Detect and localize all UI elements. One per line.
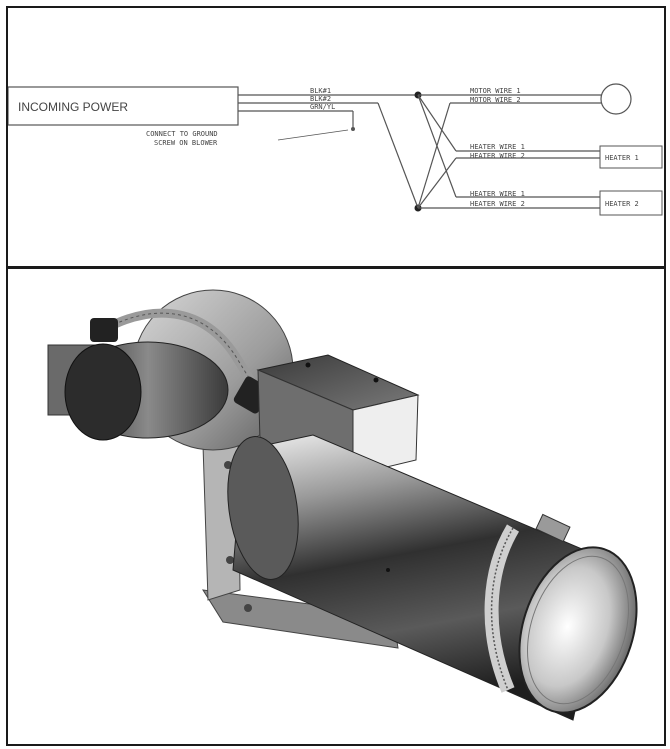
tube-hole-icon [386,568,390,572]
junction-box-screw-icon [305,362,311,368]
heater-2-box [599,190,663,216]
heater-2-label: HEATER 2 [605,200,639,208]
blower-heater-illustration [47,289,638,721]
panel-divider [6,266,666,269]
motor-wire-2-label: MOTOR WIRE 2 [470,96,521,104]
heater1-wire-2-riser [417,157,457,209]
bracket-bolt-icon [226,556,234,564]
heater1-wire-2-label: HEATER WIRE 2 [470,152,525,160]
bracket-bolt-icon [244,604,252,612]
heater-tube-inlet [227,436,299,580]
heater1-wire-1-riser [417,94,457,152]
wire-blk2-drop [377,102,419,209]
junction-box-screw-icon [373,377,379,383]
motor-wire-1-label: MOTOR WIRE 1 [470,87,521,95]
heater2-wire-2-label: HEATER WIRE 2 [470,200,525,208]
wire-blk1-label: BLK#1 [310,87,331,95]
conduit-fitting [90,318,118,342]
wire-grn-label: GRN/YL [310,103,335,111]
incoming-power-box [8,86,239,126]
heater-1-label: HEATER 1 [605,154,639,162]
ground-note-line1: CONNECT TO GROUND [146,130,218,138]
motor-end-cap [64,343,142,441]
wire-blk2-label: BLK#2 [310,95,331,103]
ground-note-line2: SCREW ON BLOWER [154,139,218,147]
heater1-wire-1-label: HEATER WIRE 1 [470,143,525,151]
ground-screw [351,127,355,131]
heater2-wire-1-label: HEATER WIRE 1 [470,190,525,198]
motor-symbol [600,83,632,115]
heater-1-box [599,145,663,169]
heater2-wire-1-riser [417,94,457,198]
wiring-diagram: INCOMING POWER BLK#1 BLK#2 GRN/YL CONNEC… [8,83,663,216]
heater-tube-outlet [518,546,638,714]
motor-wire-2-riser [417,102,451,209]
hose-clamp-screw [535,513,571,543]
ground-leader [277,129,349,141]
incoming-power-label: INCOMING POWER [18,100,128,114]
